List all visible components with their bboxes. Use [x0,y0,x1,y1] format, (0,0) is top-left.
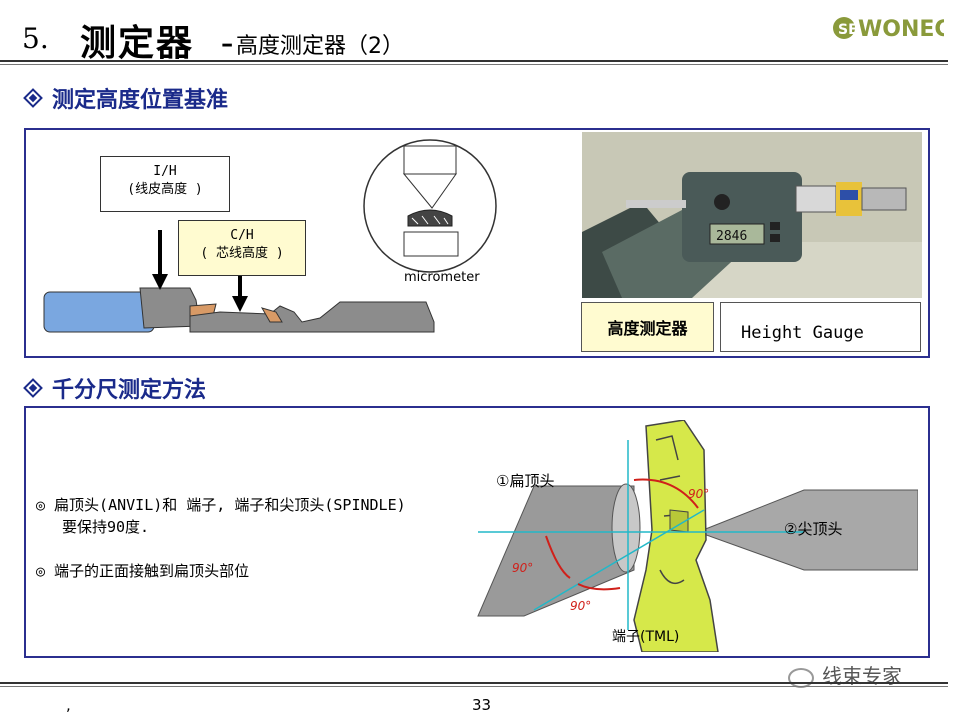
wire-insulation [43,291,155,333]
watermark-text: 线束专家 [822,664,902,688]
gauge-label-blue [840,190,858,200]
gauge-reading: 2846 [716,229,747,244]
ih-label-line2: (线皮高度 ) [127,182,203,197]
angle-arc-left [545,535,571,579]
wire-hatching [411,215,449,225]
slide-number: 5. [22,22,49,55]
wire-sample [407,209,453,227]
ch-arrow-head [232,296,248,312]
anvil-body [477,485,635,617]
section2-heading-text: 千分尺测定方法 [52,378,207,403]
label-anvil: ①扁顶头 [496,472,555,490]
height-gauge-photo: 2846 [582,132,922,298]
crimp-terminal-drawing [43,230,435,333]
anvil-bottom [403,231,459,257]
gauge-button-1 [770,222,780,230]
footer-rule [0,682,948,684]
label-spindle: ②尖顶头 [784,520,843,538]
ih-label-box: I/H (线皮高度 ) [100,156,230,212]
gauge-button-2 [770,234,780,242]
angle-arc-bottom [577,583,621,591]
ch-label-line1: C/H [230,228,254,243]
logo-main-text: WONECS [858,17,944,42]
diagonal-reference-line [533,509,705,611]
label-terminal: 端子(TML) [612,629,680,645]
micrometer-label: micrometer [404,270,480,285]
company-logo: SE WONECS [833,17,944,42]
ch-label-box: C/H ( 芯线高度 ) [178,220,306,276]
slide-title-dash: - [220,23,236,64]
ch-label-line2: ( 芯线高度 ) [200,246,284,261]
angle-label-top: 90° [688,487,709,501]
bullet-90-degree: ◎ 扁顶头(ANVIL)和 端子, 端子和尖顶头(SPINDLE) 要保持90度… [36,494,406,538]
gauge-spindle [626,200,686,208]
gauge-thimble [861,187,907,211]
gauge-lock-knob [714,194,730,210]
slide-subtitle: 高度测定器（2） [236,34,404,59]
svg-text:SE: SE [838,22,858,38]
gauge-sleeve [795,185,837,213]
diamond-bullet-icon [23,378,43,398]
header-rule [0,60,948,62]
angle-arc-top [633,478,699,509]
bullet1-line1: ◎ 扁顶头(ANVIL)和 端子, 端子和尖顶头(SPINDLE) [36,496,406,514]
ih-label-line1: I/H [153,164,177,179]
slide-title: 测定器 - [80,14,236,66]
caption-chinese: 高度测定器 [581,302,714,352]
angle-label-left: 90° [512,561,533,575]
copper-strands-front [260,307,283,323]
micrometer-method-diagram: 90° 90° 90° [477,420,918,652]
diamond-bullet-icon [23,88,43,108]
footer-rule-thin [0,686,948,687]
angle-label-bottom: 90° [570,599,591,613]
gauge-display [709,223,765,245]
section1-heading-text: 测定高度位置基准 [52,88,229,113]
section2-heading: 千分尺测定方法 [23,372,207,404]
slide-title-main: 测定器 [80,23,195,64]
bullet-contact: ◎ 端子的正面接触到扁顶头部位 [36,562,250,580]
terminal-tml [633,420,719,652]
spindle-tip [402,173,457,209]
footer-mark: , [66,696,71,714]
bullet1-line2: 要保持90度. [62,518,150,536]
page-number: 33 [472,696,492,714]
terminal-body [189,301,435,333]
header-rule-thin [0,64,948,65]
gauge-body [682,172,802,262]
caption-english: Height Gauge [720,302,921,352]
chat-bubble-icon [788,667,814,688]
micrometer-diagram [363,139,497,273]
ih-arrow-head [152,274,168,290]
spindle-body [696,489,918,571]
terminal-detail [655,435,687,585]
section1-heading: 测定高度位置基准 [23,82,229,114]
anvil-face [611,483,641,573]
spindle-top [403,145,457,175]
watermark: 线束专家 [788,660,902,689]
